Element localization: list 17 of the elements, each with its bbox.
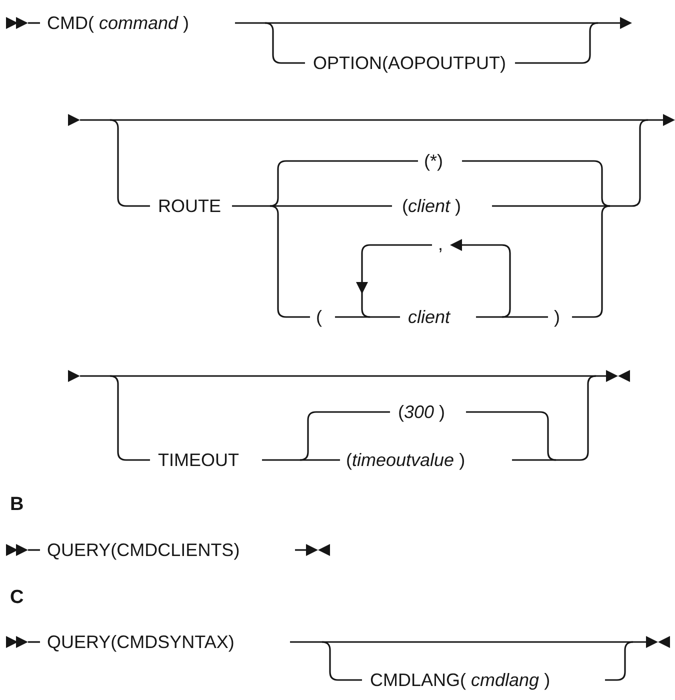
syntax-token: (: [316, 306, 322, 328]
syntax-token: OPTION(AOPOUTPUT): [313, 52, 506, 74]
section-letter: C: [10, 587, 24, 609]
syntax-token: client: [408, 306, 450, 328]
section-letter: B: [10, 494, 24, 516]
syntax-token: CMDLANG( cmdlang ): [370, 669, 550, 691]
syntax-token: QUERY(CMDSYNTAX): [47, 631, 234, 653]
syntax-token: (client ): [402, 195, 462, 217]
syntax-token: ,: [438, 233, 444, 255]
syntax-token: (timeoutvalue ): [346, 449, 466, 471]
syntax-token: CMD( command ): [47, 12, 190, 34]
syntax-token: (*): [424, 150, 443, 172]
syntax-token: QUERY(CMDCLIENTS): [47, 539, 240, 561]
syntax-token: ROUTE: [158, 195, 221, 217]
syntax-token: ): [554, 306, 560, 328]
syntax-token: (300 ): [398, 401, 446, 423]
syntax-token: TIMEOUT: [158, 449, 239, 471]
